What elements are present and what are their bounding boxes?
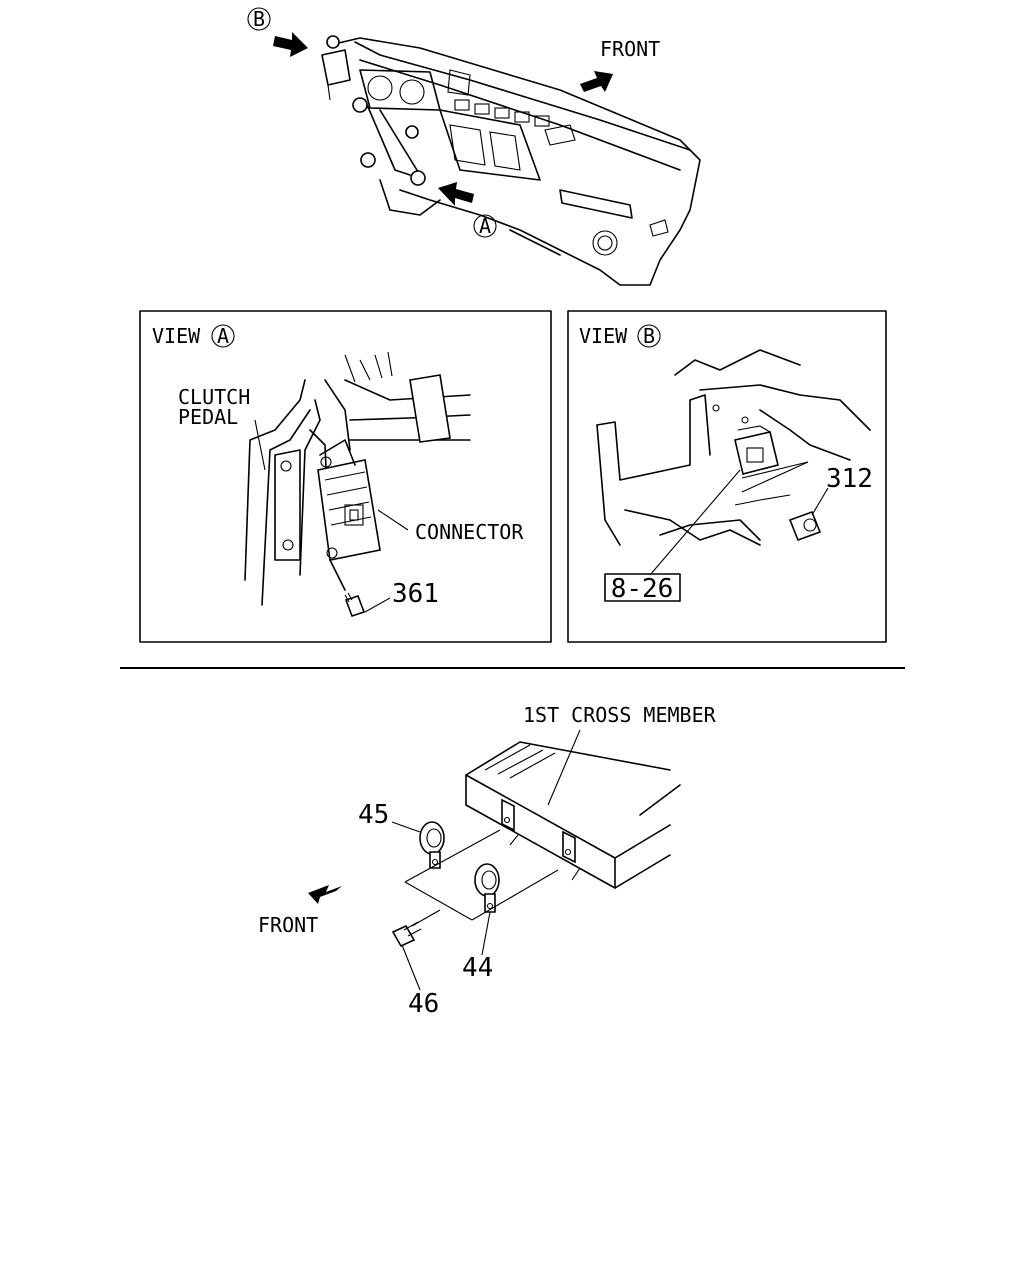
view-b-circle (637, 324, 661, 348)
ref-826-label: 8-26 (611, 574, 674, 604)
cross-member-illustration (391, 741, 681, 948)
arrow-b-icon (273, 32, 308, 57)
part-45-leader (391, 821, 421, 833)
clutch-label-line2: PEDAL (178, 405, 238, 429)
front-arrow-top-icon (580, 71, 613, 92)
part-45-label: 45 (358, 800, 389, 830)
part-46-leader (401, 944, 421, 991)
view-a-circle (211, 324, 235, 348)
part-312-leader (811, 487, 829, 516)
part-361-leader (364, 597, 391, 613)
cross-member-leader (547, 729, 581, 806)
front-label-bottom: FRONT (258, 913, 318, 937)
part-312-label: 312 (826, 464, 873, 494)
view-a-frame (139, 310, 552, 643)
ref-826-box (604, 573, 681, 602)
view-a-illustration (244, 351, 471, 618)
clutch-label-line1: CLUTCH (178, 385, 250, 409)
callout-a-circle (473, 214, 497, 238)
dashboard-illustration (321, 35, 701, 286)
clutch-leader (254, 419, 266, 471)
ref-826-leader (649, 469, 741, 576)
callout-b-label: B (253, 7, 265, 31)
front-label-top: FRONT (600, 37, 660, 61)
arrow-a-icon (438, 182, 474, 206)
view-a-letter: A (217, 324, 229, 348)
part-44-label: 44 (462, 953, 493, 983)
part-46-label: 46 (408, 989, 439, 1019)
view-b-illustration (596, 349, 871, 546)
view-b-letter: B (643, 324, 655, 348)
connector-leader (377, 509, 409, 531)
part-44-leader (481, 911, 491, 956)
part-361-label: 361 (392, 579, 439, 609)
view-a-title: VIEW (152, 324, 201, 348)
front-arrow-bottom-icon (308, 885, 342, 904)
callout-a-label: A (479, 214, 491, 238)
connector-label: CONNECTOR (415, 520, 524, 544)
cross-member-label: 1ST CROSS MEMBER (523, 703, 717, 727)
view-b-title: VIEW (579, 324, 628, 348)
view-b-frame (567, 310, 887, 643)
callout-b-circle (247, 7, 271, 31)
